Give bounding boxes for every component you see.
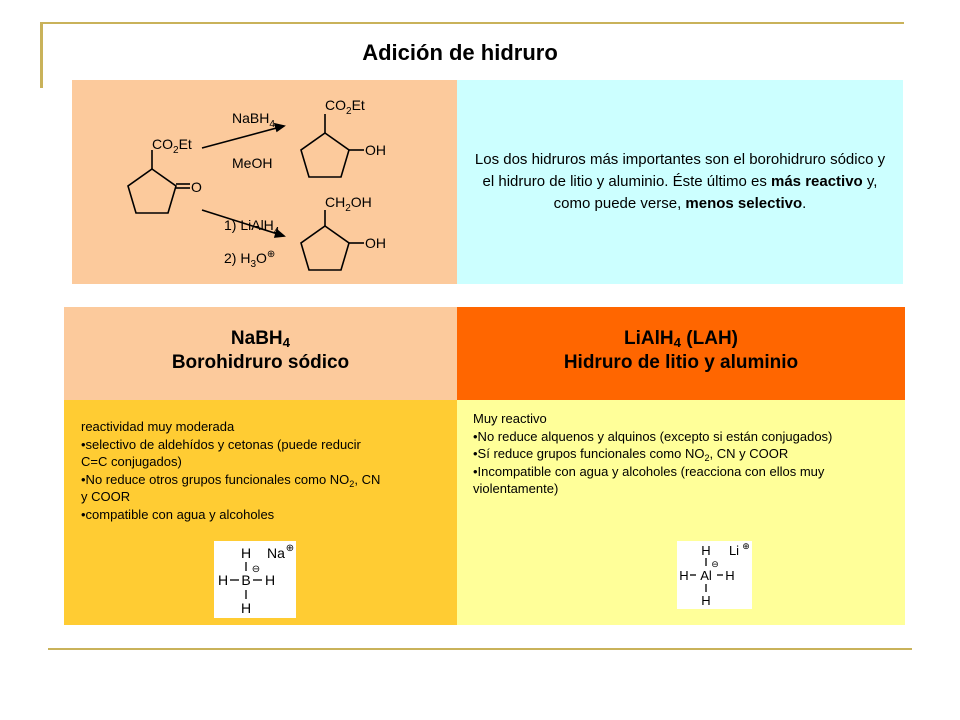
bold-more-reactive: más reactivo [771, 173, 863, 190]
anion-charge: ⊖ [252, 564, 260, 575]
reaction-arrow-2 [201, 209, 285, 237]
reactant-ring [127, 168, 177, 214]
lialh4-header: LiAlH4 (LAH) Hidruro de litio y aluminio [457, 307, 905, 400]
list-item: •No reduce alquenos y alquinos (excepto … [473, 428, 833, 444]
arrow-head-2 [273, 228, 286, 238]
product1-ring [300, 132, 350, 178]
lialh4-formula: LiAlH4 (LAH) [624, 328, 738, 350]
structure-h-top: H [241, 545, 251, 561]
product2-ring [300, 225, 350, 271]
structure-h-bottom: H [241, 600, 251, 616]
borohydride-structure: H H B H H Na ⊕ ⊖ [214, 541, 296, 618]
decorative-vertical-line [40, 22, 43, 88]
structure-h-left: H [218, 572, 228, 588]
structure-h-bottom: H [701, 593, 710, 608]
decorative-top-line [40, 22, 904, 24]
reaction-scheme-panel: CO2Et O NaBH4 MeOH CO2Et OH 1) LiAlH4 2)… [72, 80, 457, 284]
reagent2-step2-label: 2) H3O⊕ [224, 249, 275, 270]
description-text: Los dos hidruros más importantes son el … [474, 151, 886, 212]
reaction-arrow-1 [201, 125, 285, 149]
list-item: Muy reactivo [473, 411, 547, 426]
nabh4-properties-list: reactividad muy moderada •selectivo de a… [81, 418, 381, 523]
structure-cation: Na [267, 545, 285, 561]
product2-oh-label: OH [365, 235, 386, 251]
list-item: •compatible con agua y alcoholes [81, 506, 275, 522]
nabh4-header: NaBH4 Borohidruro sódico [64, 307, 457, 400]
reagent1-label: NaBH4 [232, 110, 275, 130]
description-panel: Los dos hidruros más importantes son el … [457, 80, 903, 284]
anion-charge: ⊖ [711, 559, 719, 569]
cation-charge: ⊕ [742, 541, 750, 551]
structure-h-left: H [679, 568, 688, 583]
list-item: reactividad muy moderada [81, 419, 235, 434]
bold-less-selective: menos selectivo [685, 195, 803, 212]
product2-group-label: CH2OH [325, 194, 372, 214]
solvent1-label: MeOH [232, 155, 272, 171]
aluminohydride-structure: H H Al H H Li ⊕ ⊖ [677, 541, 752, 609]
reaction-scheme: CO2Et O NaBH4 MeOH CO2Et OH 1) LiAlH4 2)… [127, 97, 386, 271]
structure-h-top: H [701, 543, 710, 558]
structure-cation: Li [729, 543, 739, 558]
list-item: •No reduce otros grupos funcionales como… [81, 471, 381, 505]
list-item: •Incompatible con agua y alcoholes (reac… [473, 463, 825, 497]
structure-h-right: H [725, 568, 734, 583]
product1-oh-label: OH [365, 142, 386, 158]
slide-title: Adición de hidruro [362, 40, 558, 65]
structure-h-right: H [265, 572, 275, 588]
lialh4-name: Hidruro de litio y aluminio [563, 352, 799, 373]
structure-center-atom: B [241, 572, 250, 588]
lialh4-properties-panel: Muy reactivo •No reduce alquenos y alqui… [457, 400, 905, 625]
arrow-head-1 [273, 122, 286, 133]
nabh4-formula: NaBH4 [230, 328, 291, 350]
list-item: •Sí reduce grupos funcionales como NO2, … [473, 446, 789, 463]
decorative-bottom-line [48, 648, 912, 650]
reactant-group-label: CO2Et [152, 136, 192, 156]
nabh4-properties-panel: reactividad muy moderada •selectivo de a… [64, 400, 457, 625]
nabh4-name: Borohidruro sódico [171, 352, 350, 373]
list-item: •selectivo de aldehídos y cetonas (puede… [81, 436, 361, 470]
lialh4-properties-list: Muy reactivo •No reduce alquenos y alqui… [473, 410, 853, 498]
reagent2-step1-label: 1) LiAlH4 [224, 217, 280, 237]
structure-center-atom: Al [700, 568, 712, 583]
product1-group-label: CO2Et [325, 97, 365, 117]
cation-charge: ⊕ [286, 543, 294, 554]
ketone-oxygen-label: O [191, 179, 202, 195]
